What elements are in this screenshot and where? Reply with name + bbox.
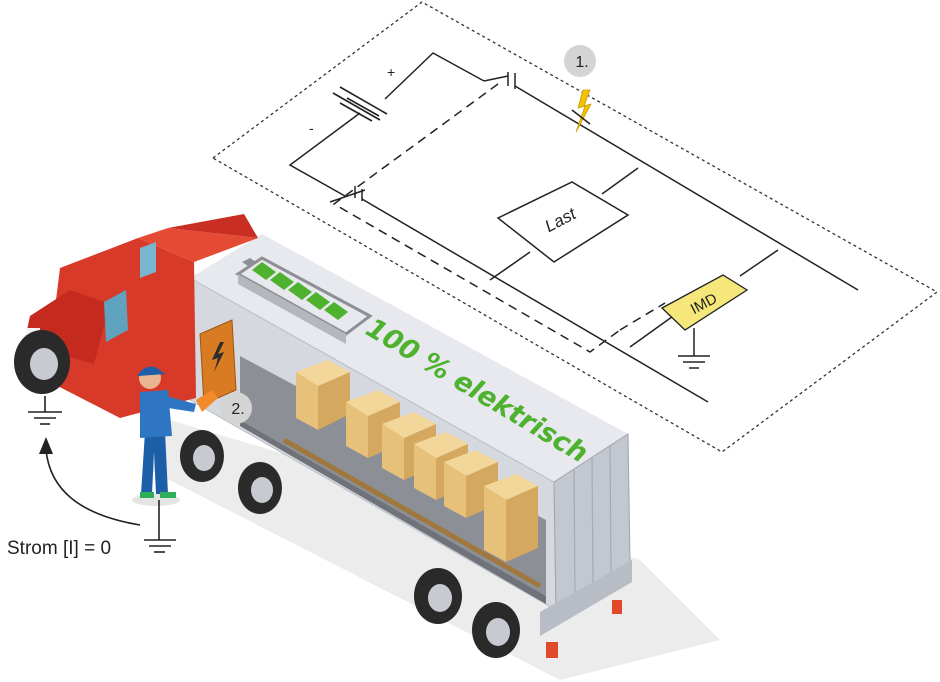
- battery-charge-bar: [252, 262, 276, 280]
- battery-charge-bar: [270, 272, 294, 290]
- battery-minus-sign: -: [309, 120, 314, 136]
- battery-icon: [235, 256, 373, 344]
- battery-charge-bars: [252, 262, 348, 320]
- load-box: [496, 181, 630, 263]
- lightning-icon: [212, 342, 224, 372]
- technician-arm: [166, 396, 196, 412]
- rear-light: [546, 642, 558, 658]
- cargo-floor: [240, 420, 546, 604]
- cargo-boxes: [282, 360, 542, 589]
- dc-battery-symbol: [332, 86, 388, 122]
- chassis-dashed-line: [332, 83, 666, 353]
- wheel: [414, 568, 462, 624]
- circuit-diagram: + -: [211, 1, 939, 453]
- technician-shoe: [140, 492, 154, 498]
- battery-plus-sign: +: [387, 64, 395, 80]
- battery-charge-bar: [324, 302, 348, 320]
- cab-door-window: [140, 242, 156, 278]
- marker-1: 1.: [575, 54, 588, 71]
- technician-cap: [138, 366, 166, 376]
- dotted-frame: [211, 1, 939, 453]
- ground-symbol-icon: [144, 500, 176, 553]
- rear-bumper: [540, 560, 632, 636]
- technician-torso: [140, 390, 172, 438]
- cargo-box: [444, 450, 498, 518]
- pallets: [282, 437, 542, 589]
- multimeter: [196, 390, 218, 412]
- marker-2: 2.: [231, 401, 244, 418]
- imd-box: [660, 274, 749, 331]
- technician-shoe: [160, 492, 176, 498]
- circuit-wires: [288, 52, 859, 403]
- wheel: [14, 330, 70, 394]
- technician-legs: [141, 432, 168, 494]
- current-arrow: [45, 449, 141, 526]
- trailer-shadow: [150, 420, 720, 680]
- rear-door-ribs: [573, 445, 612, 599]
- battery-charge-bar: [288, 282, 312, 300]
- marker-1-circle: [564, 45, 596, 77]
- arrow-head-icon: [39, 437, 53, 454]
- marker-2-circle: [220, 392, 252, 424]
- current-label: Strom [I] = 0: [7, 538, 111, 559]
- wheels: [14, 330, 520, 658]
- battery-charge-bar: [306, 292, 330, 310]
- ground-symbol-icon: [28, 396, 62, 425]
- wheel: [472, 602, 520, 658]
- wheel: [238, 462, 282, 514]
- wheel: [180, 430, 224, 482]
- cargo-box: [296, 360, 350, 430]
- technician: [132, 366, 218, 506]
- fault-spark-icon: [571, 89, 592, 133]
- cargo-box: [484, 474, 538, 562]
- cab-window: [104, 290, 128, 342]
- truck: 100 % elektrisch: [14, 214, 720, 680]
- rear-light: [612, 600, 622, 614]
